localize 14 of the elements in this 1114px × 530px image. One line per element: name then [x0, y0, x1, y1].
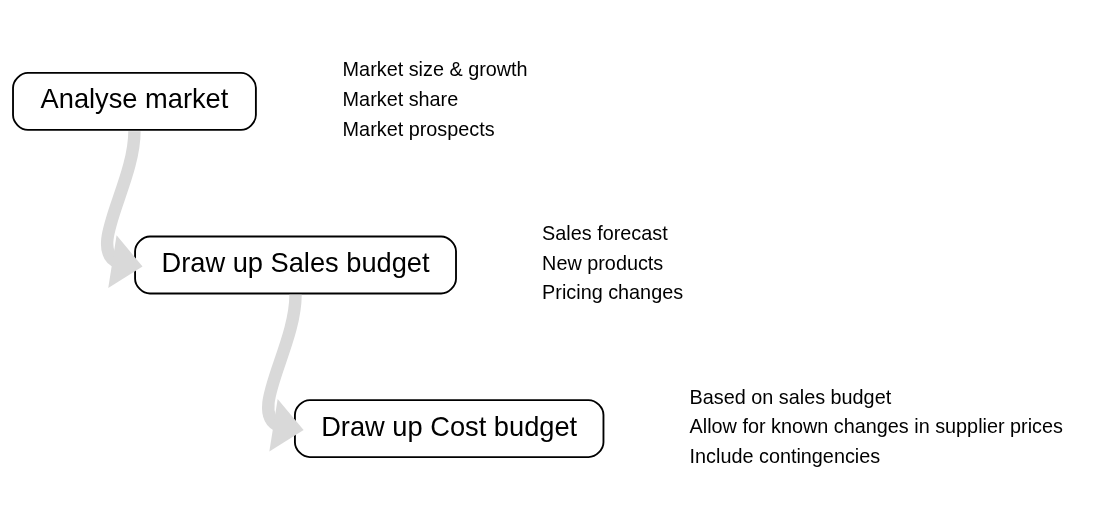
node-label: New products: [542, 251, 664, 274]
node-box: Draw up Cost budget: [294, 399, 605, 458]
node-box: Draw up Sales budget: [134, 235, 457, 295]
node-label: Sales forecast: [542, 221, 668, 244]
node-label: Pricing changes: [542, 281, 684, 304]
node-label: Allow for known changes in supplier prices: [689, 415, 1063, 438]
node-box: Analyse market: [12, 72, 257, 131]
node-label: Include contingencies: [689, 445, 881, 468]
arrow: [262, 294, 304, 452]
node-label: Market prospects: [342, 117, 495, 140]
node-label: Market share: [342, 88, 459, 111]
node-label: Based on sales budget: [689, 385, 892, 408]
node-label: Market size & growth: [342, 58, 528, 81]
arrow: [101, 130, 143, 289]
